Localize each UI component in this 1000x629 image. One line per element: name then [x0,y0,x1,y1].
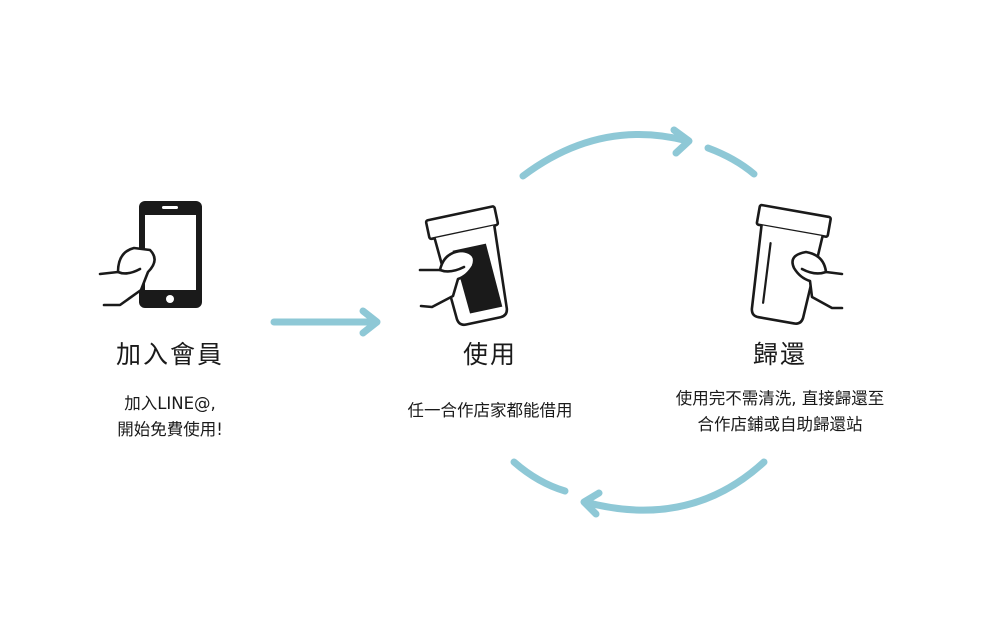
step-title-join: 加入會員 [115,340,224,369]
phone-in-hand-icon [98,201,202,308]
step-desc-line: 開始免費使用! [117,420,223,439]
empty-cup-in-hand-icon [750,203,844,325]
step-desc-line: 合作店鋪或自助歸還站 [697,415,863,434]
step-desc-use: 任一合作店家都能借用 [370,398,610,424]
step-title-return: 歸還 [752,340,807,369]
step-desc-line: 任一合作店家都能借用 [407,401,573,420]
cycle-arrow-top [519,126,758,180]
cycle-arrow-bottom [510,458,768,518]
cup-in-hand-icon [418,205,509,327]
arrow-right [270,307,381,337]
step-title-use: 使用 [462,340,517,369]
step-desc-line: 使用完不需清洗, 直接歸還至 [675,389,885,408]
step-desc-line: 加入LINE@, [124,394,216,413]
step-desc-return: 使用完不需清洗, 直接歸還至 合作店鋪或自助歸還站 [640,386,920,438]
step-desc-join: 加入LINE@, 開始免費使用! [70,391,270,443]
